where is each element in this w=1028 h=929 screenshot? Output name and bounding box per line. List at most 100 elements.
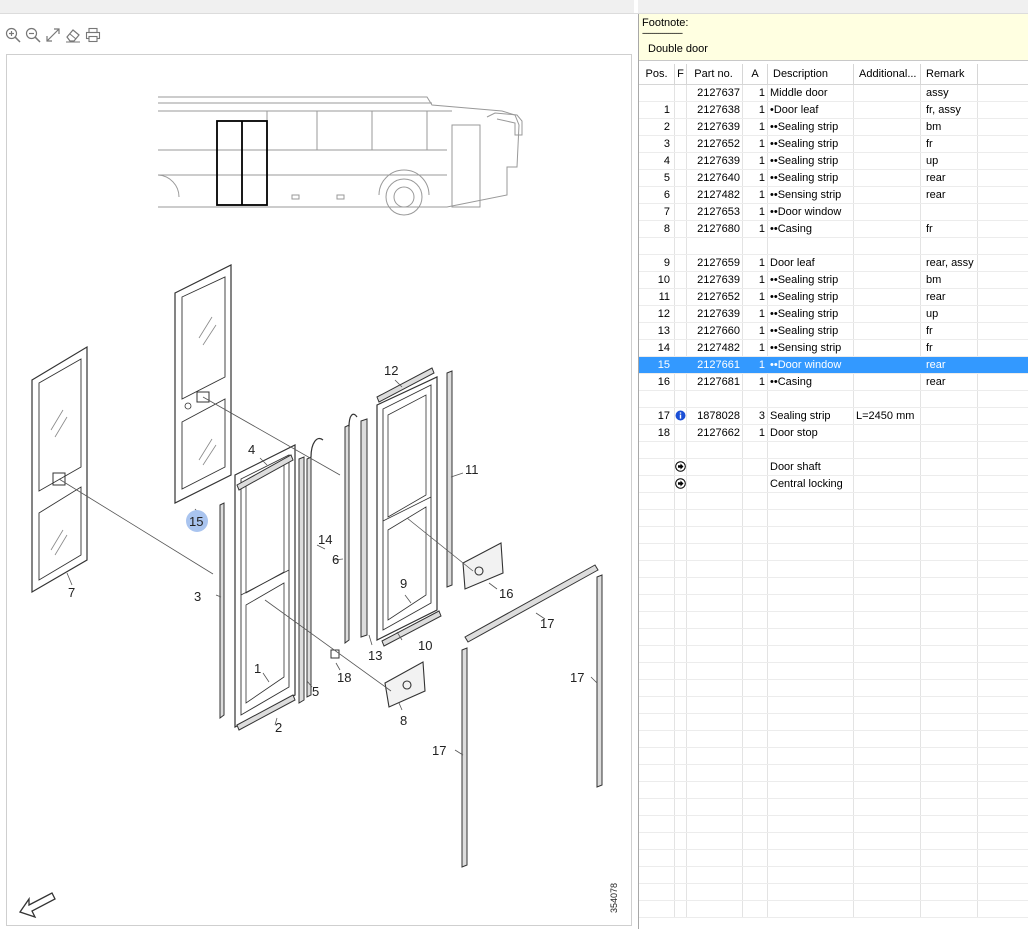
table-row[interactable] — [639, 442, 1028, 459]
cell-additional — [854, 272, 921, 288]
callout-6[interactable]: 6 — [332, 552, 339, 567]
cell-remark — [921, 408, 978, 424]
fit-to-window-icon[interactable] — [44, 26, 62, 44]
empty-cell — [639, 510, 675, 526]
empty-cell — [854, 782, 921, 798]
callout-3[interactable]: 3 — [194, 589, 201, 604]
cell-pos: 12 — [639, 306, 675, 322]
empty-cell — [675, 850, 687, 866]
callout-4[interactable]: 4 — [248, 442, 255, 457]
callout-10[interactable]: 10 — [418, 638, 432, 653]
cell-additional — [854, 323, 921, 339]
callout-13[interactable]: 13 — [368, 648, 382, 663]
empty-cell — [743, 833, 768, 849]
cell-pos — [639, 85, 675, 101]
empty-cell — [675, 748, 687, 764]
callout-5[interactable]: 5 — [312, 684, 319, 699]
table-row[interactable] — [639, 238, 1028, 255]
empty-cell — [639, 901, 675, 917]
cell-part-no: 2127662 — [687, 425, 743, 441]
callout-11[interactable]: 11 — [465, 462, 479, 477]
callout-15[interactable]: 15 — [189, 514, 203, 529]
cell-flag — [675, 425, 687, 441]
callout-9[interactable]: 9 — [400, 576, 407, 591]
empty-cell — [854, 646, 921, 662]
print-icon[interactable] — [84, 26, 102, 44]
exploded-parts-drawing[interactable]: 12 11 4 15 14 6 9 16 7 3 17 10 13 1 18 5… — [6, 54, 632, 926]
callout-16[interactable]: 16 — [499, 586, 513, 601]
callout-12[interactable]: 12 — [384, 363, 398, 378]
col-header-qty[interactable]: A — [743, 64, 768, 84]
cell-flag — [675, 272, 687, 288]
callout-7[interactable]: 7 — [68, 585, 75, 600]
callout-18[interactable]: 18 — [337, 670, 351, 685]
empty-cell — [687, 782, 743, 798]
callout-1[interactable]: 1 — [254, 661, 261, 676]
table-row[interactable] — [639, 391, 1028, 408]
table-row[interactable]: Door shaft — [639, 459, 1028, 476]
table-row[interactable]: Central locking — [639, 476, 1028, 493]
cell-part-no: 2127640 — [687, 170, 743, 186]
empty-cell — [921, 782, 978, 798]
callout-8[interactable]: 8 — [400, 713, 407, 728]
cell-flag — [675, 374, 687, 390]
col-header-description[interactable]: Description — [768, 64, 854, 84]
empty-row — [639, 697, 1028, 714]
cell-qty — [743, 442, 768, 458]
cell-pos: 6 — [639, 187, 675, 203]
empty-cell — [687, 816, 743, 832]
cell-remark: rear — [921, 374, 978, 390]
cell-flag — [675, 357, 687, 373]
empty-cell — [854, 731, 921, 747]
col-header-additional[interactable]: Additional... — [854, 64, 921, 84]
callout-17b[interactable]: 17 — [570, 670, 584, 685]
info-icon[interactable] — [675, 410, 686, 424]
cell-pos — [639, 459, 675, 475]
cell-blank — [978, 340, 1028, 356]
link-arrow-icon[interactable] — [675, 478, 686, 492]
empty-cell — [639, 561, 675, 577]
col-header-flag[interactable]: F — [675, 64, 687, 84]
cell-part-no: 2127660 — [687, 323, 743, 339]
callout-17a[interactable]: 17 — [540, 616, 554, 631]
zoom-in-icon[interactable] — [4, 26, 22, 44]
empty-cell — [768, 850, 854, 866]
cell-description: ••Sealing strip — [768, 170, 854, 186]
empty-cell — [854, 901, 921, 917]
col-header-pos[interactable]: Pos. — [639, 64, 675, 84]
empty-cell — [921, 493, 978, 509]
sensing-strip-hooks — [310, 413, 358, 458]
callout-17c[interactable]: 17 — [432, 743, 446, 758]
callout-14[interactable]: 14 — [318, 532, 332, 547]
eraser-icon[interactable] — [64, 26, 82, 44]
col-header-remark[interactable]: Remark — [921, 64, 978, 84]
callout-2[interactable]: 2 — [275, 720, 282, 735]
col-header-part-no[interactable]: Part no. — [687, 64, 743, 84]
cell-description: ••Sealing strip — [768, 119, 854, 135]
link-arrow-icon[interactable] — [675, 461, 686, 475]
cell-pos: 9 — [639, 255, 675, 271]
empty-cell — [921, 850, 978, 866]
zoom-out-icon[interactable] — [24, 26, 42, 44]
cell-flag — [675, 289, 687, 305]
empty-cell — [639, 884, 675, 900]
